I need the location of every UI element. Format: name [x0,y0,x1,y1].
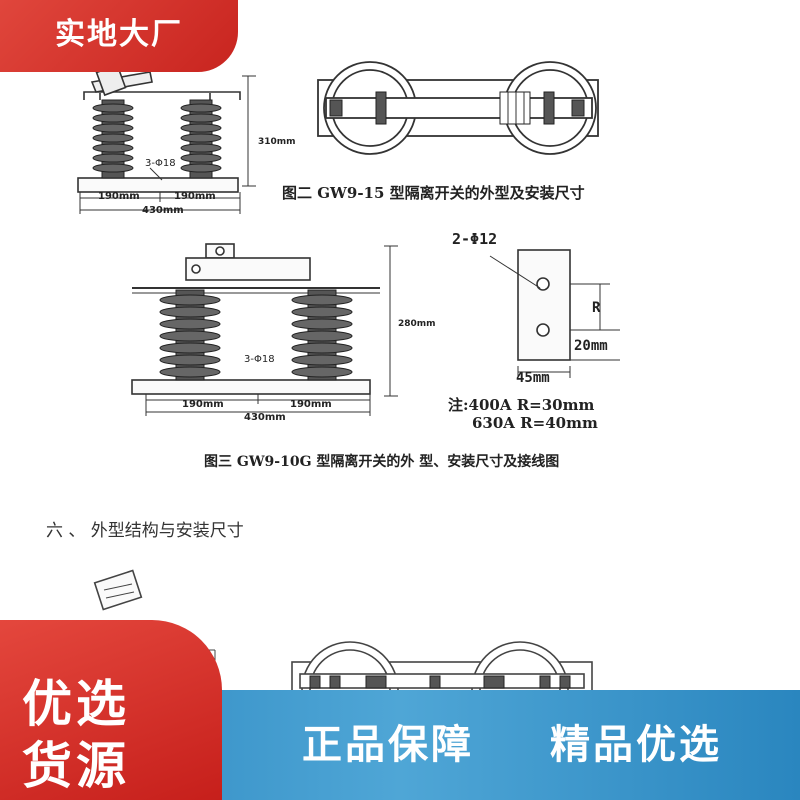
fig3-note-line2: 630A R=40mm [472,414,598,432]
fig3-base [131,379,371,395]
fig2-holes-label: 3-Φ18 [145,158,176,169]
top-banner-badge: 实地大厂 [0,0,238,72]
fig2-left-label: 190mm [98,191,140,202]
fig3-blade [185,257,311,281]
fig3-side-view [131,243,398,416]
fig3-terminal-holes-label: 2-Φ12 [452,230,497,248]
fig3-left-label: 190mm [182,399,224,410]
bottom-slogan-1: 正品保障 [302,722,474,768]
fig2-top-view [317,61,599,155]
fig2-base [77,177,239,193]
section-heading: 六 、 外型结构与安装尺寸 [46,521,244,541]
fig2-height-label: 310mm [258,137,296,147]
fig2-side-view [77,63,256,214]
fig3-height-label: 280mm [398,319,436,329]
fig3-terminal-20-label: 20mm [574,338,608,354]
fig3-holes-label: 3-Φ18 [244,354,275,365]
fig3-caption: 图三 GW9-10G 型隔离开关的外 型、安装尺寸及接线图 [204,453,559,470]
fig2-top-frame [83,91,241,100]
fig2-top-frame-rect [317,79,599,137]
top-banner-label: 实地大厂 [55,17,183,52]
fig3-terminal-45-label: 45mm [516,370,550,386]
fig3-terminal-plate [489,249,620,378]
fig3-terminal-r-label: R [592,300,601,316]
fig2-total-label: 430mm [142,205,184,216]
fig3-note-line1: 注:400A R=30mm [448,396,594,414]
fig2-caption: 图二 GW9-15 型隔离开关的外型及安装尺寸 [282,184,585,202]
fig2-right-label: 190mm [174,191,216,202]
bottom-badge-line-2: 货源 [22,737,130,795]
bottom-left-badge: 优选 货源 [0,620,222,800]
bottom-badge-line-1: 优选 [22,675,130,733]
fig3-total-label: 430mm [244,412,286,423]
fig3-insulators [159,289,353,381]
bottom-slogan-2: 精品优选 [550,722,722,768]
fig3-right-label: 190mm [290,399,332,410]
